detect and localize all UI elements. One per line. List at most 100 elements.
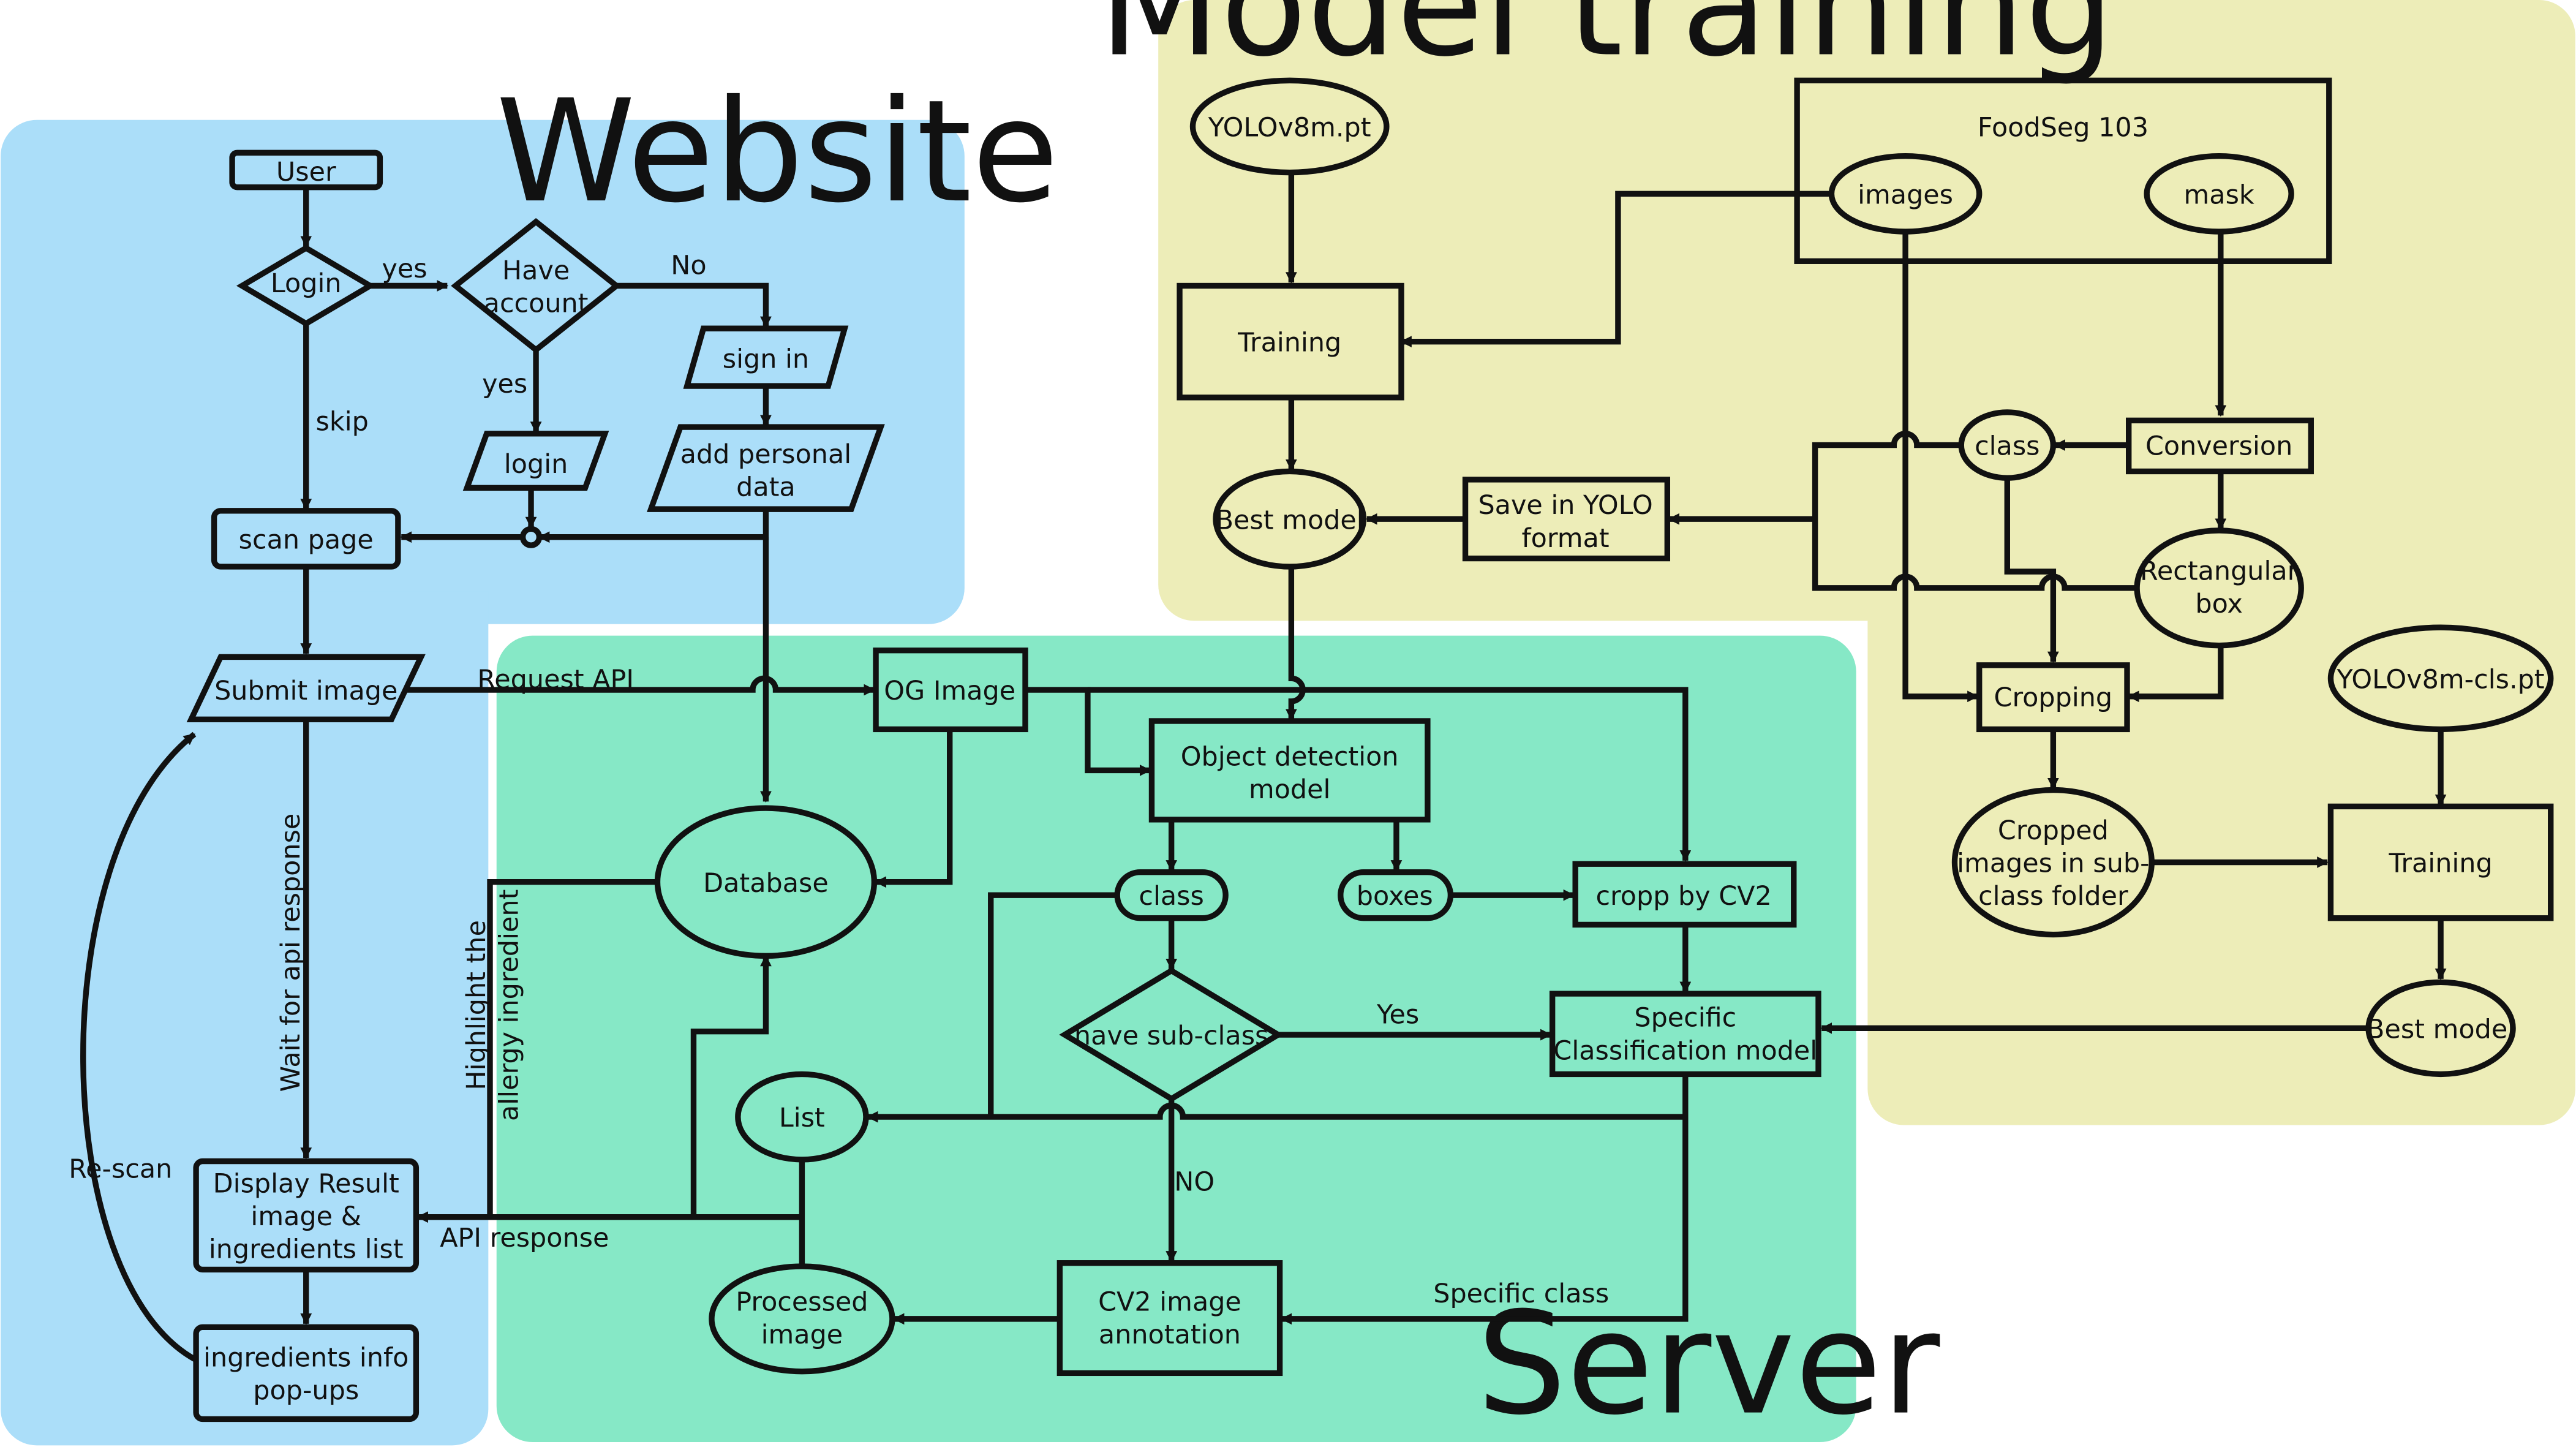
label-request-api: Request API bbox=[477, 664, 634, 695]
label-api-response: API response bbox=[440, 1223, 609, 1253]
node-processed-image-label-1: Processed bbox=[736, 1286, 868, 1317]
node-processed-image: Processed image bbox=[709, 1263, 895, 1375]
node-yolov8m-cls: YOLOv8m-cls.pt bbox=[2327, 624, 2554, 733]
node-list: List bbox=[735, 1071, 869, 1163]
node-display-result: Display Result image & ingredients list bbox=[193, 1158, 420, 1273]
server-title: Server bbox=[1477, 1282, 1940, 1446]
node-cv2-annotation-label-2: annotation bbox=[1099, 1320, 1241, 1350]
node-sign-in: sign in bbox=[683, 325, 849, 389]
label-skip: skip bbox=[316, 406, 369, 437]
node-add-personal-label-2: data bbox=[736, 472, 796, 503]
node-best-model-1: Best model bbox=[1213, 468, 1367, 570]
node-training-2-label: Training bbox=[2388, 848, 2492, 879]
model-training-region-lower bbox=[1867, 493, 2575, 1125]
node-training-1-label: Training bbox=[1237, 328, 1341, 358]
edge-images-cropping bbox=[1902, 230, 1979, 703]
node-conversion: Conversion bbox=[2126, 417, 2314, 475]
node-class-training: class bbox=[1958, 409, 2057, 481]
node-mask: mask bbox=[2144, 153, 2294, 235]
label-rescan: Re-scan bbox=[69, 1154, 172, 1184]
node-yolov8m-cls-label: YOLOv8m-cls.pt bbox=[2337, 664, 2545, 695]
node-ingredients-info: ingredients info pop-ups bbox=[193, 1324, 420, 1422]
node-user-label: User bbox=[276, 157, 336, 187]
node-object-detection-label-2: model bbox=[1249, 774, 1331, 805]
node-have-account-label-2: account bbox=[484, 288, 589, 319]
node-login: login bbox=[462, 431, 609, 491]
label-no-haveaccount: No bbox=[671, 251, 706, 281]
node-conversion-label: Conversion bbox=[2145, 431, 2292, 462]
node-submit-image: Submit image bbox=[186, 654, 426, 722]
edge-specific-cv2 bbox=[1280, 1117, 1689, 1325]
node-cropped-images-label-2: images in sub- bbox=[1957, 848, 2149, 879]
node-login-decision-label: Login bbox=[271, 268, 342, 299]
node-class-training-label: class bbox=[1975, 431, 2039, 462]
edge-ogimage-objdet bbox=[1025, 687, 1151, 776]
node-login-label: login bbox=[504, 449, 568, 480]
node-mask-label: mask bbox=[2184, 179, 2254, 210]
edge-ogimage-database bbox=[875, 729, 953, 888]
node-have-account: Have account bbox=[451, 217, 621, 354]
edges bbox=[80, 172, 2447, 1363]
node-user: User bbox=[229, 149, 383, 191]
node-scan-page-label: scan page bbox=[239, 524, 374, 555]
node-display-result-label-2: image & bbox=[250, 1201, 361, 1232]
node-have-subclass-label: have sub-class bbox=[1074, 1021, 1268, 1051]
node-yolov8m: YOLOv8m.pt bbox=[1189, 77, 1390, 176]
node-object-detection: Object detection model bbox=[1148, 718, 1431, 823]
model-training-title: Model training bbox=[1099, 0, 2115, 88]
node-login-decision: Login bbox=[236, 244, 376, 327]
node-display-result-label-3: ingredients list bbox=[209, 1234, 404, 1265]
website-region-lower bbox=[1, 493, 489, 1446]
server-region bbox=[496, 635, 1856, 1442]
node-submit-image-label: Submit image bbox=[214, 676, 397, 706]
node-cropp-cv2-label: cropp by CV2 bbox=[1595, 881, 1771, 912]
node-merge-junction bbox=[519, 526, 543, 548]
node-rectangular-box: Rectangular box bbox=[2134, 527, 2304, 649]
node-sign-in-label: sign in bbox=[723, 344, 809, 375]
node-foodseg-label: FoodSeg 103 bbox=[1978, 113, 2149, 143]
edge-class-list bbox=[988, 892, 1118, 1117]
node-save-yolo: Save in YOLO format bbox=[1462, 477, 1671, 562]
node-ingredients-info-label-2: pop-ups bbox=[253, 1375, 359, 1406]
node-cv2-annotation-label-1: CV2 image bbox=[1098, 1286, 1241, 1317]
node-cropped-images-label-3: class folder bbox=[1978, 881, 2128, 912]
node-have-subclass: have sub-class bbox=[1059, 967, 1284, 1103]
node-og-image-label: OG Image bbox=[884, 676, 1015, 706]
label-yes-haveaccount: yes bbox=[482, 369, 527, 399]
edge-haveaccount-signin bbox=[616, 282, 772, 328]
node-boxes-label: boxes bbox=[1357, 881, 1433, 912]
node-rectangular-box-label-1: Rectangular bbox=[2140, 556, 2299, 586]
node-cropp-cv2: cropp by CV2 bbox=[1572, 861, 1797, 928]
node-cropping: Cropping bbox=[1976, 662, 2130, 733]
node-object-detection-label-1: Object detection bbox=[1181, 741, 1399, 772]
node-processed-image-label-2: image bbox=[761, 1320, 843, 1350]
node-add-personal: add personal data bbox=[647, 424, 885, 512]
node-cropped-images-label-1: Cropped bbox=[1998, 815, 2109, 846]
node-display-result-label-1: Display Result bbox=[213, 1168, 399, 1199]
node-database-label: Database bbox=[703, 868, 829, 899]
node-specific-classification-label-1: Specific bbox=[1634, 1003, 1736, 1033]
label-highlight-1: Highlight the bbox=[461, 920, 492, 1090]
node-database: Database bbox=[654, 805, 878, 959]
node-specific-classification: Specific Classification model bbox=[1549, 991, 1821, 1078]
node-ingredients-info-label-1: ingredients info bbox=[203, 1343, 409, 1373]
edge-ogimage-cropp bbox=[1087, 687, 1692, 862]
node-cropped-images: Cropped images in sub- class folder bbox=[1951, 787, 2155, 938]
label-yes-login: yes bbox=[382, 254, 427, 284]
edge-database-highlight bbox=[487, 879, 658, 1217]
label-wait-api: Wait for api response bbox=[276, 814, 306, 1092]
label-highlight-2: allergy ingredient bbox=[494, 890, 525, 1121]
website-title: Website bbox=[496, 70, 1059, 234]
node-training-2: Training bbox=[2327, 803, 2554, 921]
node-cv2-annotation: CV2 image annotation bbox=[1056, 1260, 1283, 1377]
node-class: class bbox=[1114, 869, 1229, 921]
node-training-1: Training bbox=[1177, 282, 1404, 401]
node-best-model-2: Best model bbox=[2365, 979, 2516, 1078]
node-images: images bbox=[1828, 153, 1983, 235]
node-foodseg: FoodSeg 103 bbox=[1794, 77, 2332, 264]
node-scan-page: scan page bbox=[211, 508, 401, 570]
edge-best-objdet bbox=[1285, 566, 1306, 721]
node-og-image: OG Image bbox=[873, 648, 1028, 733]
node-best-model-2-label: Best model bbox=[2367, 1014, 2515, 1045]
